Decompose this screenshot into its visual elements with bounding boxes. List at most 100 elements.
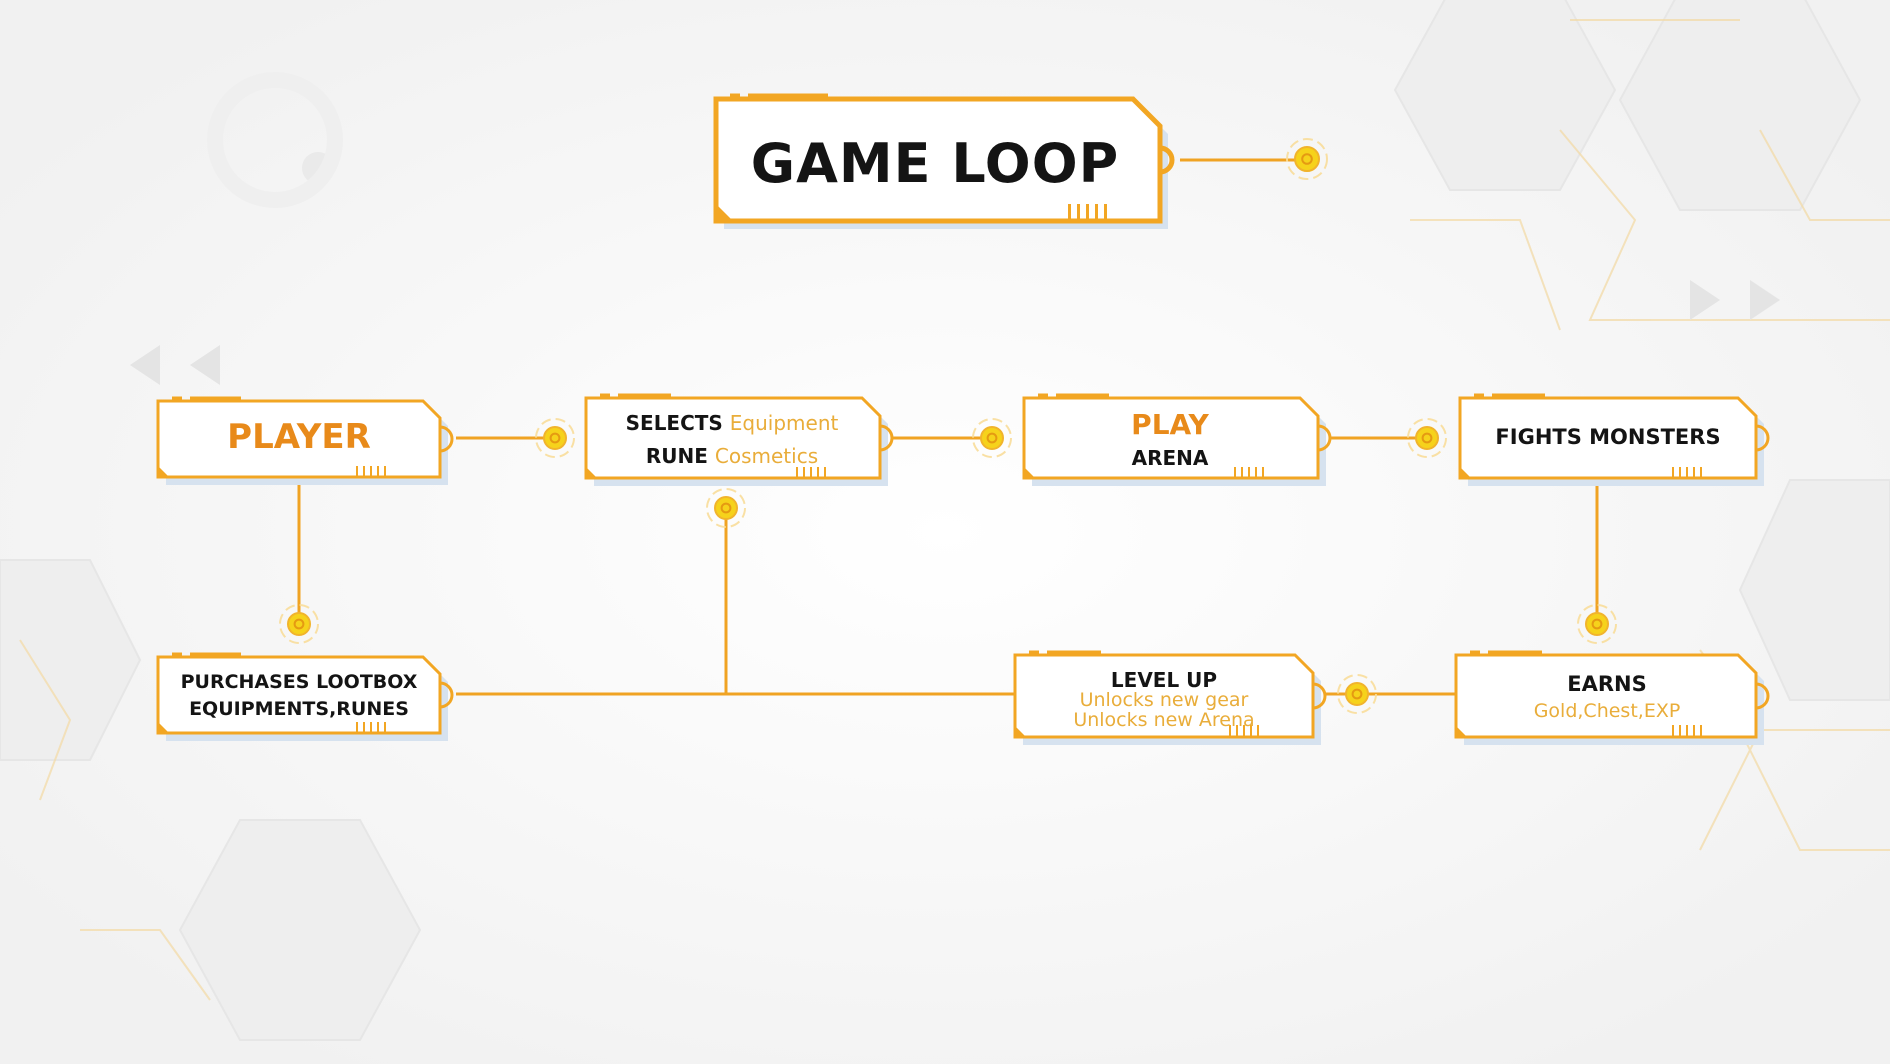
node-earns[interactable]: EARNS Gold,Chest,EXP bbox=[1458, 660, 1756, 735]
dot-play-fights bbox=[1415, 426, 1439, 450]
title-box-tick bbox=[1068, 204, 1071, 220]
dot-play-fights-ring bbox=[1407, 418, 1447, 458]
play-box-tick bbox=[1234, 467, 1236, 477]
play-box-tick bbox=[1248, 467, 1250, 477]
selects-box-tick bbox=[817, 467, 819, 477]
play-box-corner bbox=[1024, 467, 1035, 478]
title-box-tick bbox=[1086, 204, 1089, 220]
dot-levelup-earns-core bbox=[1351, 688, 1363, 700]
title-box-tick bbox=[1095, 204, 1098, 220]
earns-box-knob bbox=[1755, 682, 1770, 710]
title-box-tick bbox=[1077, 204, 1080, 220]
dot-selects-below-core bbox=[720, 502, 732, 514]
dot-fights-earns-core bbox=[1591, 618, 1603, 630]
node-play[interactable]: PLAY ARENA bbox=[1022, 402, 1318, 477]
selects-box-tick bbox=[803, 467, 805, 477]
fights-box-knob bbox=[1755, 424, 1770, 452]
dot-player-selects-core bbox=[549, 432, 561, 444]
dot-fights-earns-ring bbox=[1577, 604, 1617, 644]
node-purchases-line-2: EQUIPMENTS,RUNES bbox=[189, 698, 409, 720]
selects-box-corner bbox=[586, 467, 597, 478]
player-box-tick bbox=[356, 466, 358, 476]
dot-levelup-earns-ring bbox=[1337, 674, 1377, 714]
node-play-sublabel: ARENA bbox=[1131, 446, 1209, 471]
purchases-box-corner bbox=[158, 722, 169, 733]
dot-player-purchases-core bbox=[293, 618, 305, 630]
purchases-box-tick bbox=[356, 722, 358, 732]
levelup-box-tick bbox=[1236, 725, 1238, 736]
fights-box-tick bbox=[1672, 467, 1674, 477]
player-box-tab-long bbox=[190, 396, 241, 403]
purchases-box-tab-small bbox=[172, 652, 182, 659]
purchases-box-tab-long bbox=[190, 652, 241, 659]
earns-box-tick bbox=[1679, 725, 1681, 736]
dot-player-selects-ring bbox=[535, 418, 575, 458]
earns-box-frame bbox=[1454, 653, 1758, 739]
dot-selects-play bbox=[980, 426, 1004, 450]
dot-selects-below-ring bbox=[706, 488, 746, 528]
node-level-up[interactable]: LEVEL UP Unlocks new gear Unlocks new Ar… bbox=[1015, 660, 1313, 740]
player-box-frame bbox=[156, 399, 442, 479]
node-purchases-line-1: PURCHASES LOOTBOX bbox=[180, 670, 418, 693]
earns-box-tick bbox=[1672, 725, 1674, 736]
node-earns-title: EARNS bbox=[1567, 672, 1647, 697]
fights-box-tick bbox=[1700, 467, 1702, 477]
fights-box-frame bbox=[1458, 396, 1758, 480]
node-play-label: PLAY bbox=[1131, 408, 1209, 442]
title-dot bbox=[1294, 146, 1320, 172]
dot-levelup-earns bbox=[1345, 682, 1369, 706]
selects-box-tick bbox=[796, 467, 798, 477]
node-player[interactable]: PLAYER bbox=[158, 402, 440, 474]
dot-player-selects bbox=[543, 426, 567, 450]
player-box-tick bbox=[363, 466, 365, 476]
node-selects[interactable]: SELECTS Equipment RUNE Cosmetics bbox=[584, 402, 880, 477]
node-levelup-title: LEVEL UP bbox=[1110, 667, 1218, 692]
dot-player-purchases bbox=[287, 612, 311, 636]
earns-box-tab-long bbox=[1488, 650, 1542, 657]
levelup-box-knob bbox=[1312, 682, 1327, 710]
node-selects-key-1: SELECTS bbox=[625, 411, 723, 436]
dot-fights-earns bbox=[1585, 612, 1609, 636]
play-box-frame bbox=[1022, 396, 1320, 480]
node-purchases[interactable]: PURCHASES LOOTBOX EQUIPMENTS,RUNES bbox=[158, 660, 440, 732]
selects-box-tick bbox=[824, 467, 826, 477]
levelup-box-tab-long bbox=[1047, 650, 1101, 657]
levelup-box-tick bbox=[1250, 725, 1252, 736]
node-levelup-line-1: Unlocks new gear bbox=[1079, 688, 1249, 711]
page-title: GAME LOOP bbox=[715, 118, 1155, 210]
title-dot-core bbox=[1301, 153, 1313, 165]
title-box-tab-small bbox=[730, 93, 740, 102]
node-fights-label: FIGHTS MONSTERS bbox=[1495, 425, 1721, 450]
earns-box-tick bbox=[1693, 725, 1695, 736]
levelup-box-corner bbox=[1015, 726, 1026, 737]
play-box-tick bbox=[1241, 467, 1243, 477]
earns-box-tick bbox=[1686, 725, 1688, 736]
node-earns-line-1: Gold,Chest,EXP bbox=[1533, 699, 1681, 722]
levelup-box-frame bbox=[1013, 653, 1315, 739]
selects-box-tab-long bbox=[618, 393, 671, 400]
play-box-tick bbox=[1255, 467, 1257, 477]
selects-box-tick bbox=[810, 467, 812, 477]
dot-selects-play-core bbox=[986, 432, 998, 444]
player-box-knob bbox=[439, 425, 454, 453]
player-box-tick bbox=[384, 466, 386, 476]
node-selects-value-2: Cosmetics bbox=[714, 443, 819, 468]
node-selects-row-1: SELECTS Equipment bbox=[626, 411, 839, 435]
node-player-label: PLAYER bbox=[227, 417, 371, 458]
play-box-tab-small bbox=[1038, 393, 1048, 400]
player-box-tick bbox=[377, 466, 379, 476]
fights-box-tick bbox=[1693, 467, 1695, 477]
purchases-box-knob bbox=[439, 681, 454, 709]
node-fights-monsters[interactable]: FIGHTS MONSTERS bbox=[1460, 402, 1756, 474]
node-selects-row-2: RUNE Cosmetics bbox=[646, 444, 818, 468]
fights-box-tab-long bbox=[1492, 393, 1545, 400]
earns-box-corner bbox=[1456, 726, 1467, 737]
purchases-box-tick bbox=[384, 722, 386, 732]
fights-box-tab-small bbox=[1474, 393, 1484, 400]
selects-box-knob bbox=[879, 424, 894, 452]
purchases-box-tick bbox=[363, 722, 365, 732]
purchases-box-tick bbox=[370, 722, 372, 732]
purchases-box-frame bbox=[156, 655, 442, 735]
title-dot-ring bbox=[1286, 138, 1328, 180]
